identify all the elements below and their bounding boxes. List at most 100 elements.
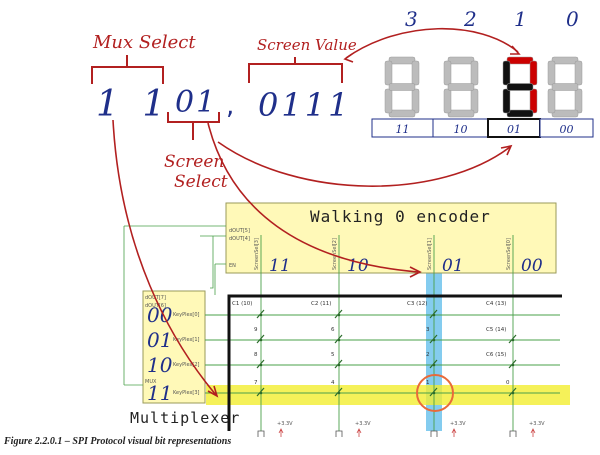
mux-output-label: KeyPlex[2] [173, 362, 200, 368]
mux-pin-mux: MUX [145, 379, 157, 385]
switch-node [432, 313, 436, 317]
digit-index-0: 0 [566, 7, 579, 31]
arrowhead-row [207, 385, 219, 398]
code-box-label-11: 11 [396, 123, 410, 136]
arrow-screen-select-to-column [207, 122, 419, 273]
supply-label: +3.3V [450, 421, 466, 427]
segment-a [447, 56, 475, 65]
segment-g [551, 83, 579, 91]
segment-d [551, 109, 579, 118]
encoder-pin-dout5: dOUT[5] [229, 228, 250, 234]
arrowhead-screen-value [343, 53, 354, 63]
screen-value-bracket [248, 57, 343, 83]
mux-code-11: 11 [147, 381, 172, 405]
segment-a [506, 56, 534, 65]
segment-d [447, 109, 475, 118]
code-box-label-00: 00 [560, 123, 574, 136]
key-matrix: C1 (10)C2 (11)C3 (12)C4 (13)C5 (14)C6 (1… [232, 301, 545, 437]
segment-b [470, 60, 479, 86]
encoder-output-label: ScreenSel[1] [427, 238, 433, 270]
segment-d [388, 109, 416, 118]
comma-mark: , [226, 91, 234, 121]
switch-node [337, 313, 341, 317]
resistor-stub [257, 430, 265, 437]
mux-select-label: Mux Select [92, 32, 196, 53]
mux-output-label: KeyPlex[0] [173, 312, 200, 318]
seven-segment-display [384, 56, 583, 118]
supply-arrow [356, 428, 362, 437]
segment-d [506, 109, 534, 118]
switch-node [511, 391, 515, 395]
multiplexer-title: Multiplexer [130, 409, 240, 427]
key-number-4: 4 [331, 380, 335, 386]
key-number-9: 9 [254, 327, 258, 333]
key-number-3: 3 [426, 327, 430, 333]
supply-label: +3.3V [355, 421, 371, 427]
key-number-7: 7 [254, 380, 258, 386]
switch-node [432, 338, 436, 342]
digit-index-1: 1 [514, 7, 527, 31]
arrowhead-column [409, 266, 422, 278]
figure-caption: Figure 2.2.0.1 – SPI Protocol visual bit… [4, 436, 232, 447]
supply-arrow [530, 428, 536, 437]
key-number-1: 1 [426, 380, 430, 386]
segment-b [574, 60, 583, 86]
switch-node [337, 338, 341, 342]
segment-a [388, 56, 416, 65]
segment-e [443, 88, 452, 114]
segment-f [443, 60, 452, 86]
side-key-label: C5 (14) [486, 327, 506, 333]
segment-e [502, 88, 511, 114]
highlighted-key-circle [416, 374, 454, 412]
switch-node [432, 391, 436, 395]
column-label: C1 (10) [232, 301, 252, 307]
encoder-input-wires [123, 225, 226, 385]
mux-output-label: KeyPlex[3] [173, 390, 200, 396]
code-box-label-01: 01 [507, 123, 521, 136]
switch-node [259, 363, 263, 367]
arrowhead-digit [510, 45, 521, 55]
seven-seg-digit-0 [547, 56, 583, 118]
switch-node [337, 391, 341, 395]
encoder-code-10: 10 [347, 256, 369, 276]
encoder-pin-en: EN [229, 263, 236, 269]
encoder-pin-dout4: dOUT[4] [229, 236, 250, 242]
encoder-code-00: 00 [521, 256, 543, 276]
segment-c [470, 88, 479, 114]
mux-code-10: 10 [147, 353, 173, 377]
switch-node [259, 338, 263, 342]
encoder-title: Walking 0 encoder [310, 207, 491, 226]
arrow-mux-to-row [112, 119, 217, 396]
segment-a [551, 56, 579, 65]
arrowhead-code [500, 144, 513, 156]
column-label: C4 (13) [486, 301, 506, 307]
segment-f [502, 60, 511, 86]
mux-code-01: 01 [147, 328, 172, 352]
seven-seg-digit-3 [384, 56, 420, 118]
seven-seg-digit-2 [443, 56, 479, 118]
supply-arrow [278, 428, 284, 437]
mux-select-bracket [91, 55, 164, 84]
segment-g [388, 83, 416, 91]
resistor-stub [430, 430, 438, 437]
key-number-0: 0 [506, 380, 510, 386]
encoder-code-01: 01 [442, 256, 464, 276]
segment-g [447, 83, 475, 91]
switch-node [511, 363, 515, 367]
multiplexer-box [142, 290, 206, 404]
switch-node [511, 338, 515, 342]
segment-e [547, 88, 556, 114]
circuit: Walking 0 encoder dOUT[5] dOUT[4] EN Scr… [123, 202, 570, 437]
screen-select-label-2: Select [174, 172, 228, 192]
segment-g [506, 83, 534, 91]
screen-select-bits: 01 [175, 85, 217, 120]
key-number-5: 5 [331, 352, 335, 358]
segment-b [529, 60, 538, 86]
walking-zero-encoder-box [225, 202, 557, 274]
segment-c [411, 88, 420, 114]
digit-index-2: 2 [463, 7, 477, 31]
supply-label: +3.3V [277, 421, 293, 427]
mux-pin-dout6: dOUT[6] [145, 303, 166, 309]
